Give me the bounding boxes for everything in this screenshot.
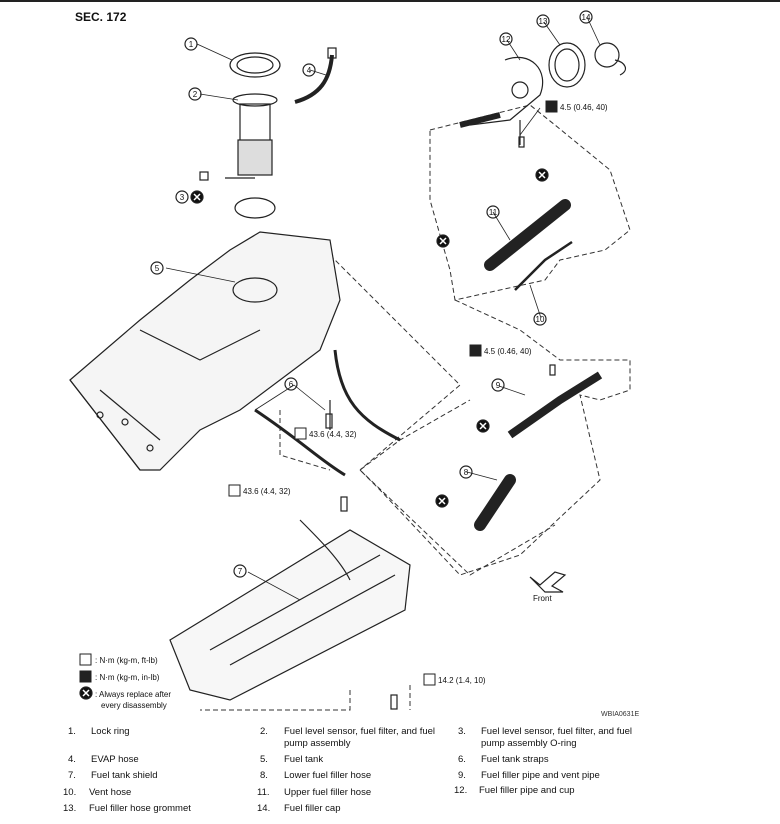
part-num: 12. [454, 785, 468, 796]
legend-inlb: : N·m (kg-m, in-lb) [95, 673, 160, 682]
torque-filler-cup: 4.5 (0.46, 40) [560, 103, 608, 112]
legend-replace-1: : Always replace after [95, 690, 172, 699]
torque-filler-pipe: 4.5 (0.46, 40) [484, 347, 532, 356]
evap-hose-connector [327, 47, 337, 59]
part-name: Fuel tank shield [91, 770, 158, 781]
fuel-tank [69, 231, 341, 471]
fuel-tank-straps [254, 349, 401, 477]
part-name: Fuel level sensor, fuel filter, and fuel [284, 726, 436, 737]
bolts [325, 136, 556, 710]
torque-spec-labels: 4.5 (0.46, 40) 4.5 (0.46, 40) 43.6 (4.4,… [243, 103, 608, 685]
part-num: 7. [68, 770, 76, 781]
callout-7: 7 [238, 567, 243, 576]
callout-11: 11 [489, 208, 498, 217]
part-num: 8. [260, 770, 268, 781]
callout-8: 8 [464, 468, 469, 477]
section-label: SEC. 172 [75, 10, 127, 24]
front-arrow [529, 571, 567, 593]
top-rule [0, 0, 780, 2]
part-num: 1. [68, 726, 76, 737]
part-num: 2. [260, 726, 268, 737]
fuel-filler-pipe-and-vent-pipe [507, 371, 603, 439]
callout-4: 4 [307, 66, 312, 75]
part-name: Lower fuel filler hose [284, 770, 372, 781]
always-replace-symbols [79, 168, 549, 700]
part-num: 6. [458, 754, 466, 765]
part-name-cont: pump assembly O-ring [481, 738, 577, 749]
lock-ring [229, 52, 281, 78]
callout-numbers: 1 2 3 4 5 6 7 8 9 10 11 12 13 14 [155, 13, 591, 576]
fuel-filler-cap [594, 42, 627, 76]
part-num: 13. [63, 803, 77, 814]
part-name-cont: pump assembly [284, 738, 351, 749]
upper-fuel-filler-hose [484, 199, 571, 271]
part-num: 3. [458, 726, 466, 737]
callout-6: 6 [289, 380, 294, 389]
torque-shield: 14.2 (1.4, 10) [438, 676, 486, 685]
callout-2: 2 [193, 90, 198, 99]
part-name: Fuel tank [284, 754, 324, 765]
part-name: Fuel filler pipe and cup [479, 785, 575, 796]
torque-strap-b: 43.6 (4.4, 32) [243, 487, 291, 496]
part-name: Upper fuel filler hose [284, 787, 372, 798]
part-name: Fuel filler pipe and vent pipe [481, 770, 600, 781]
evap-hose [294, 54, 334, 104]
o-ring [234, 197, 276, 219]
callout-13: 13 [539, 17, 548, 26]
part-name: Fuel tank straps [481, 754, 549, 765]
torque-strap-a: 43.6 (4.4, 32) [309, 430, 357, 439]
callout-12: 12 [502, 35, 511, 44]
part-name: EVAP hose [91, 754, 139, 765]
legend-replace-2: every disassembly [101, 701, 167, 710]
callout-3: 3 [180, 193, 185, 202]
part-num: 5. [260, 754, 268, 765]
callout-1: 1 [189, 40, 194, 49]
callout-14: 14 [582, 13, 591, 22]
front-label: Front [533, 594, 552, 603]
part-num: 11. [257, 787, 270, 798]
part-name: Fuel filler hose grommet [89, 803, 191, 814]
callout-9: 9 [496, 381, 501, 390]
dashed-group-outline [200, 104, 631, 711]
part-name: Lock ring [91, 726, 130, 737]
part-num: 4. [68, 754, 76, 765]
callout-10: 10 [536, 315, 545, 324]
fuel-tank-shield [169, 519, 411, 701]
fuel-filler-pipe-and-cup [459, 56, 544, 145]
legend-ftlb: : N·m (kg-m, ft-lb) [95, 656, 158, 665]
part-name: Fuel level sensor, fuel filter, and fuel [481, 726, 633, 737]
torque-icons [79, 100, 558, 686]
filler-hose-grommet [548, 42, 586, 88]
callout-circles [150, 10, 593, 578]
figure-code: WBIA0631E [601, 711, 640, 718]
callout-5: 5 [155, 264, 160, 273]
part-name: Fuel filler cap [284, 803, 341, 814]
part-num: 9. [458, 770, 466, 781]
part-num: 14. [257, 803, 271, 814]
lower-fuel-filler-hose [474, 474, 516, 531]
part-name: Vent hose [89, 787, 132, 798]
vent-hose [514, 240, 573, 291]
fuel-pump-assembly [199, 93, 278, 181]
part-num: 10. [63, 787, 77, 798]
